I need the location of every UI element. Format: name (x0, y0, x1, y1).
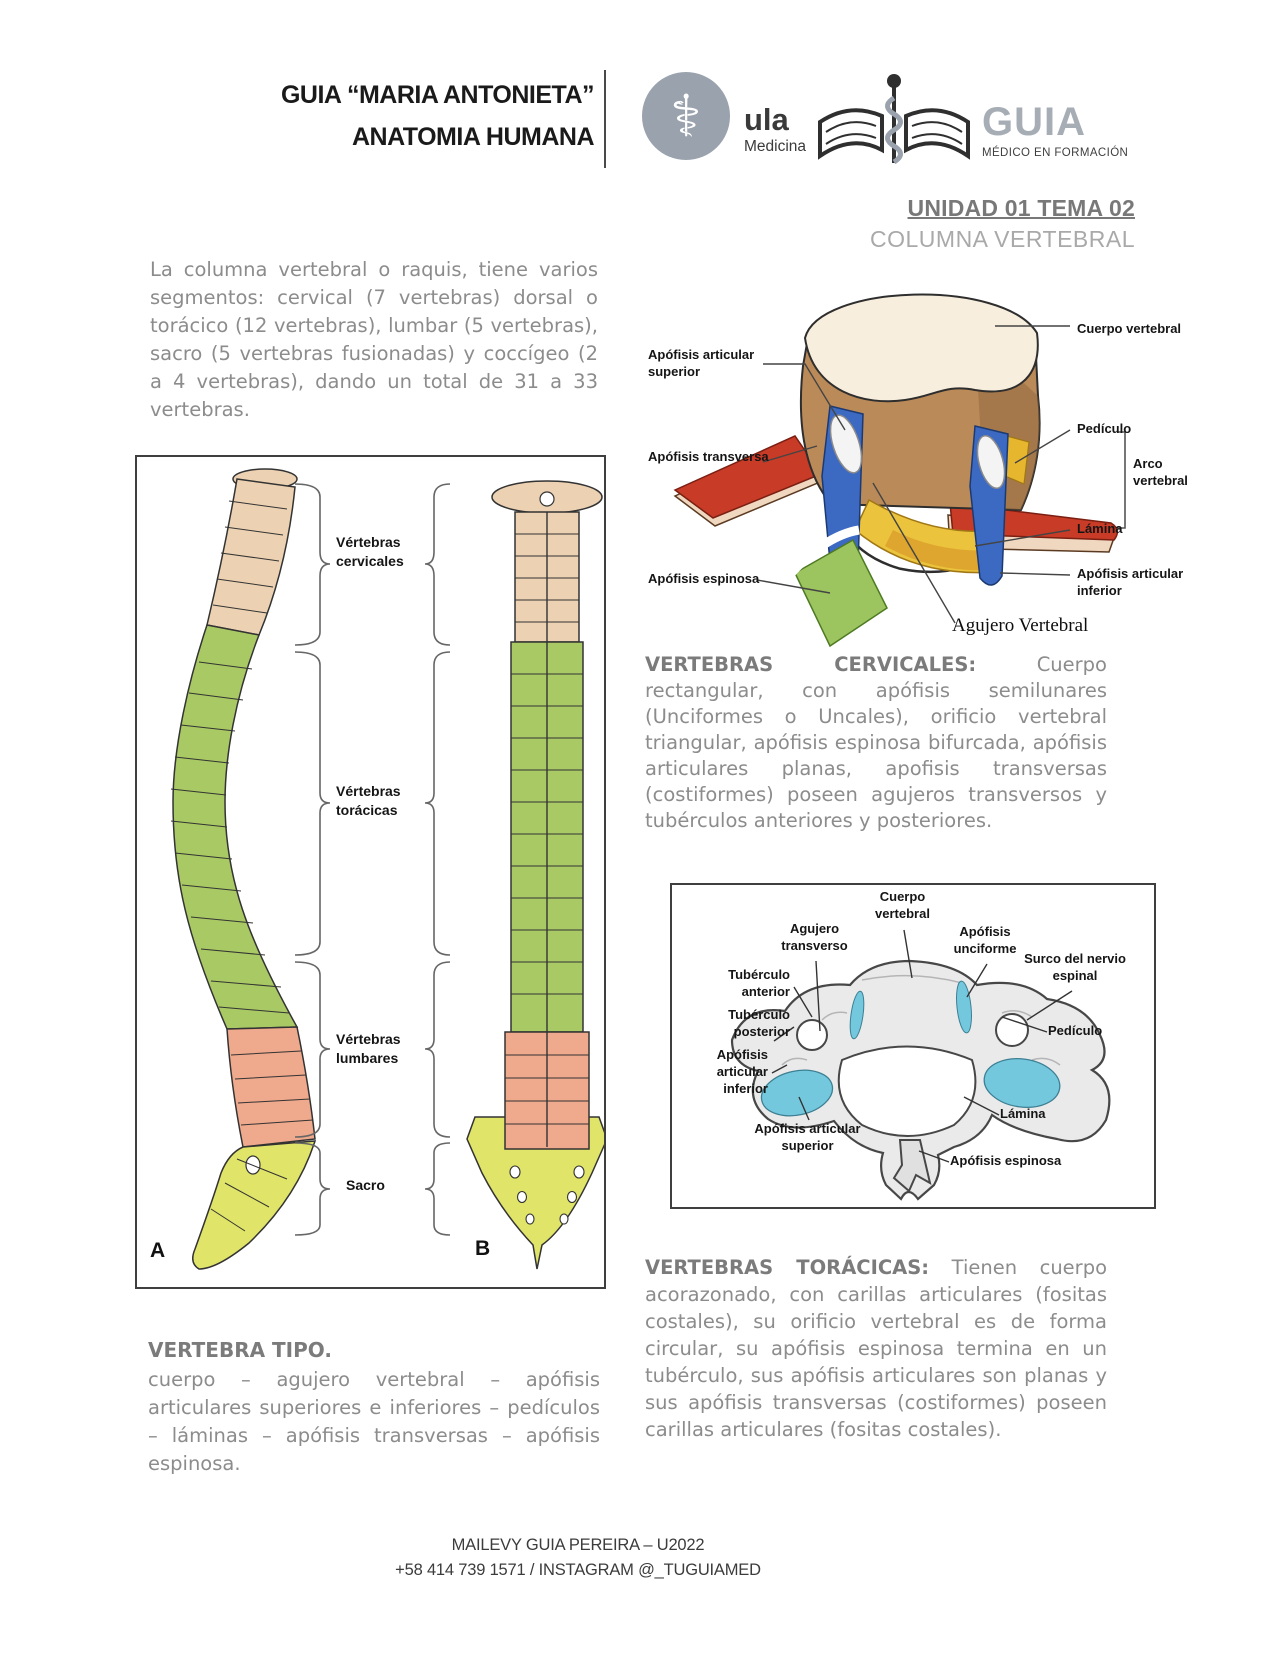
sacral-foramina (509, 1165, 585, 1225)
spine-view-a-letter: A (150, 1239, 166, 1262)
guia-book-icon (818, 74, 970, 165)
vertebral-body-top (803, 293, 1039, 403)
ula-logo: ⚕ (642, 72, 730, 160)
guia-logo-name: GUIA (982, 100, 1086, 144)
figure-cervical-vertebra (670, 883, 1156, 1209)
vertebra-3d-drawing (673, 293, 1126, 648)
spineA-thoracic (172, 624, 299, 1030)
leader-lines (771, 929, 1073, 1163)
footer-author: MAILEVY GUIA PEREIRA – U2022 (451, 1536, 705, 1554)
cv-label-agujero-transverso: Agujero transverso (781, 921, 848, 953)
label-lamina: Lámina (1077, 521, 1123, 536)
bifid-spinous-process (892, 1139, 932, 1193)
figure-spinal-column (135, 455, 606, 1289)
cv-label-cuerpo: Cuerpo vertebral (875, 889, 930, 921)
section-vertebra-tipo-heading: VERTEBRA TIPO. (148, 1338, 332, 1362)
spineA-sacrum (192, 1140, 317, 1270)
label-cuerpo-vertebral: Cuerpo vertebral (1077, 321, 1182, 336)
section-vertebra-tipo-body: cuerpo – agujero vertebral – apófisis ar… (148, 1368, 600, 1475)
label-pediculo: Pedículo (1077, 421, 1132, 436)
uncinate-right (956, 980, 972, 1034)
document-title-line2: ANATOMIA HUMANA (351, 123, 595, 151)
label-apofisis-articular-superior: Apófisis articular superior (648, 347, 755, 379)
spineB-sacrum (466, 1116, 604, 1270)
spine-view-b-letter: B (475, 1237, 491, 1260)
header-divider (604, 70, 606, 168)
unit-title: UNIDAD 01 TEMA 02 (907, 195, 1135, 221)
braces-view-a (294, 483, 331, 1236)
section-toracicas-heading: VERTEBRAS TORÁCICAS: (645, 1256, 930, 1279)
page-footer: MAILEVY GUIA PEREIRA – U2022 +58 414 739… (0, 1533, 1156, 1583)
vertebral-foramen (837, 1045, 977, 1137)
section-toracicas: VERTEBRAS TORÁCICAS: Tienen cuerpo acora… (645, 1254, 1107, 1443)
cv-label-lamina: Lámina (1000, 1106, 1046, 1121)
section-cervicales: VERTEBRAS CERVICALES: Cuerpo rectangular… (645, 652, 1107, 834)
section-cervicales-body: Cuerpo rectangular, con apófisis semilun… (645, 653, 1107, 832)
footer-contact: +58 414 739 1571 / INSTAGRAM @_TUGUIAMED (395, 1561, 761, 1579)
section-cervicales-heading: VERTEBRAS CERVICALES: (645, 653, 977, 676)
document-title: GUIA “MARIA ANTONIETA” ANATOMIA HUMANA (250, 74, 595, 158)
section-toracicas-body: Tienen cuerpo acorazonado, con carillas … (645, 1256, 1108, 1441)
unit-subtitle: COLUMNA VERTEBRAL (870, 226, 1135, 252)
cv-label-articular-superior: Apófisis articular superior (754, 1121, 861, 1153)
cv-label-tuberculo-posterior: Tubérculo posterior (728, 1007, 790, 1039)
facet-left (760, 1069, 834, 1117)
spine-label-toracicas: Vértebras torácicas (336, 783, 401, 818)
transverse-foramen-left (796, 1019, 828, 1051)
intro-paragraph: La columna vertebral o raquis, tiene var… (150, 258, 598, 421)
caduceus-icon: ⚕ (670, 82, 702, 150)
cv-label-tuberculo-anterior: Tubérculo anterior (728, 967, 790, 999)
cervical-vertebra-drawing (730, 929, 1111, 1201)
uncinate-left (849, 990, 865, 1040)
transverse-foramen-right (995, 1013, 1029, 1047)
cv-label-surco: Surco del nervio espinal (1024, 951, 1126, 983)
pedicle-shape (1004, 435, 1030, 485)
cv-label-unciforme: Apófisis unciforme (953, 924, 1017, 956)
document-title-line1: GUIA “MARIA ANTONIETA” (280, 81, 595, 109)
cv-label-espinosa: Apófisis espinosa (950, 1153, 1062, 1168)
label-arco-vertebral: Arco vertebral (1133, 456, 1188, 488)
spine-label-sacro: Sacro (346, 1177, 385, 1193)
label-agujero-vertebral: Agujero Vertebral (952, 615, 1089, 636)
cv-label-articular-inferior: Apófisis articular inferior (716, 1047, 768, 1096)
spine-label-cervicales: Vértebras cervicales (336, 534, 404, 569)
unit-heading: UNIDAD 01 TEMA 02 COLUMNA VERTEBRAL (760, 195, 1135, 253)
spineA-lumbar (226, 1026, 316, 1148)
guia-logo-tagline: MÉDICO EN FORMACIÓN (982, 147, 1129, 159)
spinous-process-shape (794, 538, 888, 648)
ula-logo-name: ula (744, 102, 789, 137)
spine-label-lumbares: Vértebras lumbares (336, 1031, 401, 1066)
spinal-column-drawing (170, 468, 604, 1270)
label-apofisis-articular-inferior: Apófisis articular inferior (1077, 566, 1184, 598)
label-apofisis-transversa: Apófisis transversa (648, 449, 769, 464)
arco-vertebral-bracket (1117, 431, 1126, 529)
cv-label-pediculo: Pedículo (1048, 1023, 1103, 1038)
figure-vertebra-3d (645, 278, 1225, 658)
articular-facet-right (976, 434, 1006, 490)
leader-lines (756, 325, 1071, 624)
facet-right (983, 1058, 1061, 1108)
braces-view-b (424, 483, 451, 1236)
ula-logo-dept: Medicina (744, 138, 807, 155)
label-apofisis-espinosa: Apófisis espinosa (648, 571, 760, 586)
